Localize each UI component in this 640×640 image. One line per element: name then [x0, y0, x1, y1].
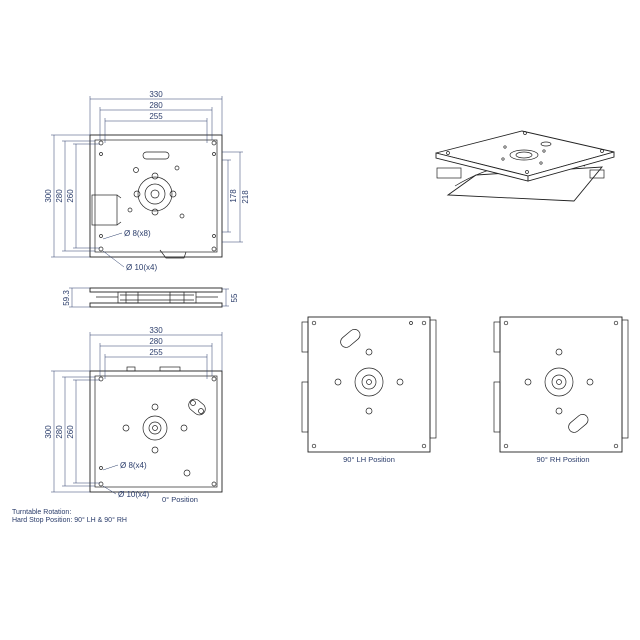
rh-view-stop-slot: [568, 413, 589, 433]
bottom-view-bearing: [142, 415, 168, 441]
right-dim-218: 218: [241, 190, 250, 204]
top-view: 330 280 255 300 280 260 178 218 Ø 8(x8) …: [44, 90, 250, 272]
bottom-height-280: 280: [55, 425, 64, 439]
lh-view-stop-slot: [340, 328, 361, 348]
lh-position-caption: 90° LH Position: [343, 455, 395, 464]
bottom-height-260: 260: [66, 425, 75, 439]
lh-view-bearing: [354, 367, 384, 397]
side-dim-right: 55: [230, 293, 239, 302]
side-top-plate: [89, 287, 223, 293]
side-view: 59.3 55: [62, 287, 239, 308]
rh-view-plate: [499, 316, 623, 453]
top-view-plate: [89, 134, 223, 258]
side-dim-left: 59.3: [62, 290, 71, 306]
top-width-330: 330: [149, 90, 163, 99]
side-bottom-plate: [89, 302, 223, 308]
top-view-bearing: [137, 176, 173, 212]
rh-90-view: 90° RH Position: [493, 316, 629, 464]
top-height-260: 260: [66, 189, 75, 203]
notes-line-1: Turntable Rotation:: [12, 509, 71, 516]
top-height-300: 300: [44, 189, 53, 203]
rh-position-caption: 90° RH Position: [536, 455, 589, 464]
right-dim-178: 178: [229, 189, 238, 203]
lh-90-view: 90° LH Position: [301, 316, 437, 464]
top-width-255: 255: [149, 112, 163, 121]
bottom-hole-callout-small: Ø 8(x4): [120, 461, 147, 470]
side-turntable-body: [117, 291, 197, 304]
rh-view-bearing: [544, 367, 574, 397]
top-view-slot: [142, 151, 170, 160]
bottom-width-280: 280: [149, 337, 163, 346]
bottom-view-plate: [89, 370, 223, 493]
top-height-280: 280: [55, 189, 64, 203]
bottom-view-stop-slot: [188, 398, 206, 416]
isometric-view: [435, 130, 615, 202]
bottom-view: 330 280 255 300 280 260 Ø 8(x4) Ø 10(x4)…: [44, 326, 223, 504]
zero-position-caption: 0° Position: [162, 495, 198, 504]
bottom-width-330: 330: [149, 326, 163, 335]
notes-line-2: Hard Stop Position: 90° LH & 90° RH: [12, 516, 127, 524]
top-view-inner-outline: [94, 139, 218, 253]
top-hole-callout-large: Ø 10(x4): [126, 263, 157, 272]
top-width-280: 280: [149, 101, 163, 110]
bottom-height-300: 300: [44, 425, 53, 439]
isometric-bearing: [509, 149, 539, 161]
top-view-bracket: [91, 194, 118, 226]
bottom-width-255: 255: [149, 348, 163, 357]
top-hole-callout-small: Ø 8(x8): [124, 229, 151, 238]
bottom-hole-callout-large: Ø 10(x4): [118, 490, 149, 499]
